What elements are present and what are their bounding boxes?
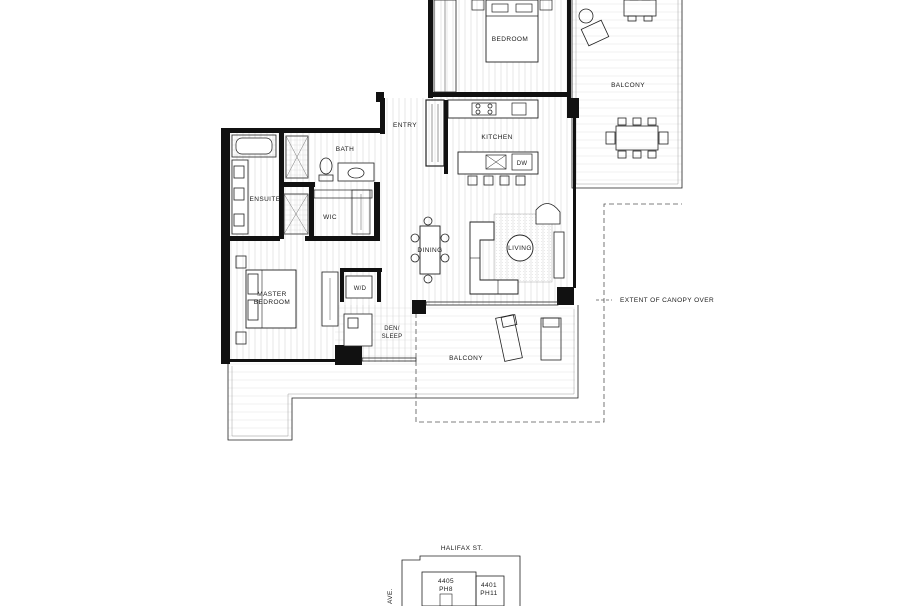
- bath-vanity: [337, 162, 375, 182]
- bath-shower: [285, 135, 309, 179]
- keyplan-unit-b-code: PH11: [480, 590, 497, 597]
- room-label-living: LIVING: [508, 245, 532, 252]
- room-label-master-2: BEDROOM: [254, 299, 290, 306]
- room-label-den-2: SLEEP: [382, 334, 403, 340]
- canopy-outline: [415, 203, 682, 423]
- kitchen-island: [457, 151, 539, 186]
- dining-table: [410, 216, 450, 284]
- walls: [221, 0, 579, 365]
- master-dresser: [321, 271, 339, 327]
- room-label-kitchen: KITCHEN: [481, 134, 512, 141]
- room-label-wd: W/D: [354, 286, 367, 292]
- washer-dryer: [345, 275, 373, 299]
- lounge-chair-right: [540, 317, 562, 361]
- appliance-label-dw: DW: [517, 161, 528, 167]
- living-media-unit: [553, 231, 565, 279]
- balcony-dining-set: [605, 117, 669, 159]
- master-bed: [235, 255, 297, 345]
- balcony-table-small: [623, 0, 657, 22]
- upper-bed: [471, 0, 553, 63]
- keyplan-unit-b-number: 4401: [481, 582, 497, 589]
- keyplan-unit-a-number: 4405: [438, 578, 454, 585]
- keyplan-avenue: AVE.: [387, 588, 394, 604]
- den-desk: [343, 313, 373, 347]
- canopy-annotation: EXTENT OF CANOPY OVER: [620, 297, 714, 304]
- room-label-wic: WIC: [323, 214, 337, 221]
- bath-toilet: [318, 157, 334, 182]
- ensuite-vanity: [231, 159, 249, 235]
- living-armchair: [535, 203, 561, 225]
- room-label-bath: BATH: [336, 146, 354, 153]
- bathtub: [231, 134, 277, 158]
- upper-balcony: [571, 0, 683, 189]
- room-label-ensuite: ENSUITE: [250, 196, 281, 203]
- keyplan-unit-a-code: PH8: [439, 586, 453, 593]
- room-label-balcony-upper: BALCONY: [611, 82, 645, 89]
- wic-shelving: [313, 189, 373, 235]
- bedroom-closet: [433, 0, 457, 93]
- kitchen-counter-back: [447, 99, 539, 119]
- keyplan-street: HALIFAX ST.: [441, 545, 483, 552]
- key-plan: HALIFAX ST. 4405 PH8 4401 PH11 AVE.: [387, 545, 521, 606]
- lower-balcony: [227, 305, 579, 441]
- room-label-den-1: DEN/: [384, 326, 400, 332]
- room-label-bedroom: BEDROOM: [492, 36, 528, 43]
- living-coffee-table: [506, 234, 534, 262]
- room-label-entry: ENTRY: [393, 122, 417, 129]
- room-label-dining: DINING: [417, 247, 442, 254]
- balcony-lounge-chair: [578, 8, 610, 47]
- living-sofa: [469, 221, 519, 295]
- ensuite-shower: [283, 193, 309, 235]
- room-label-balcony-lower: BALCONY: [449, 355, 483, 362]
- lounge-chair-left: [495, 314, 523, 362]
- room-label-master-1: MASTER: [257, 291, 287, 298]
